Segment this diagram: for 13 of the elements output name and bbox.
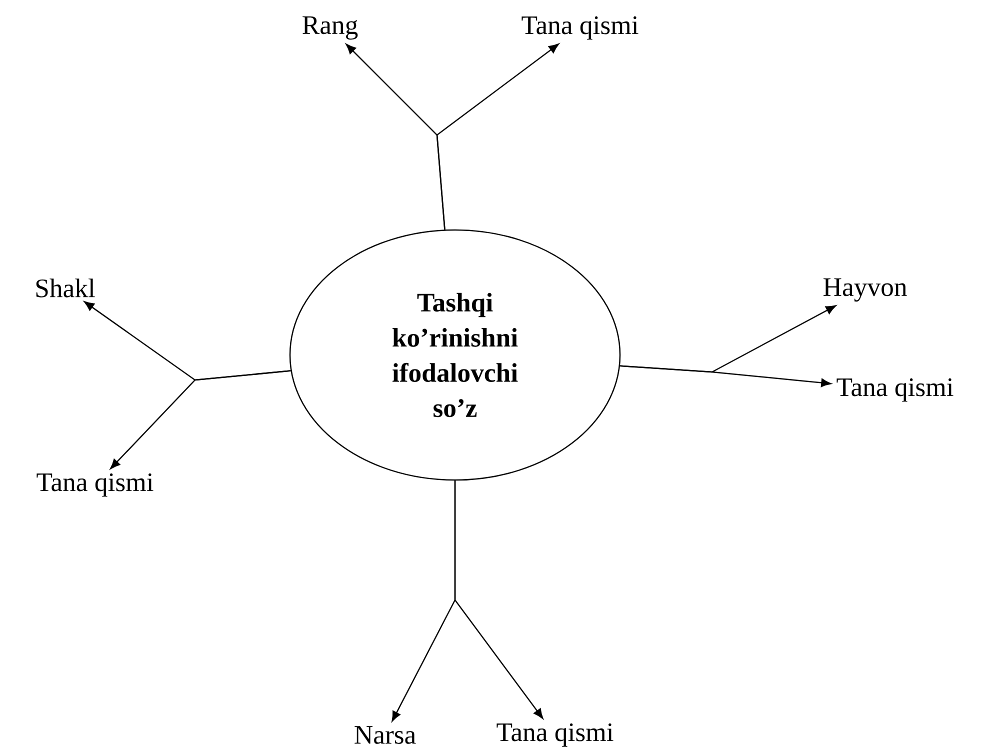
arrow xyxy=(454,480,544,719)
arrow xyxy=(110,370,291,470)
branch-label: Tana qismi xyxy=(522,16,638,40)
branch-label: Tana qismi xyxy=(36,473,154,497)
arrow xyxy=(436,44,559,230)
arrow xyxy=(620,365,832,388)
branch-label: Tana qismi xyxy=(496,723,614,747)
branch-label: Shakl xyxy=(36,278,95,298)
ellipse-node: Tashqi ko’rinishni ifodalovchi so’z xyxy=(289,229,621,481)
branch-label: Rang xyxy=(302,16,358,40)
branch-label: Tana qismi xyxy=(836,378,954,402)
branch-label: Hayvon xyxy=(824,278,907,302)
branch-label: Narsa xyxy=(354,726,416,744)
